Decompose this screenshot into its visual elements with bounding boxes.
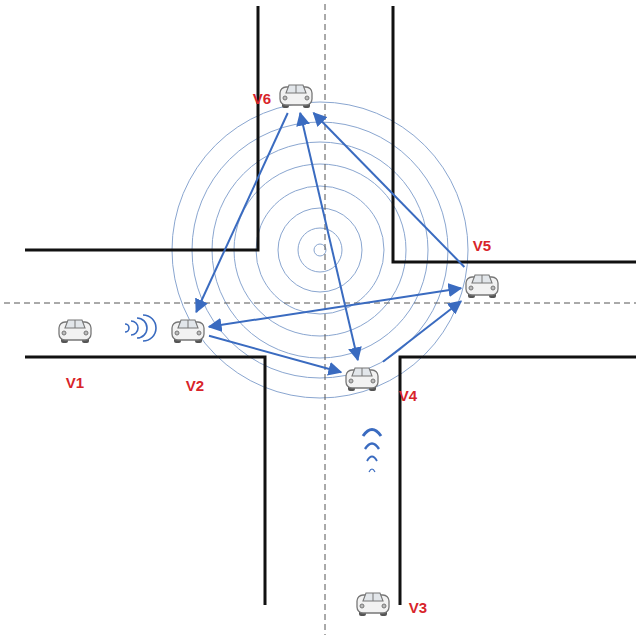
car-icon [344, 363, 380, 393]
communication-arrow [314, 113, 465, 267]
vehicle-label: V3 [409, 600, 427, 615]
car-icon [57, 315, 93, 345]
vehicle-label: V4 [399, 388, 417, 403]
communication-arrow [209, 336, 341, 372]
communication-arrow [196, 113, 287, 312]
communication-arrow [209, 288, 461, 327]
road-edge [25, 6, 636, 605]
vehicle-label: V6 [253, 91, 271, 106]
car-icon [170, 315, 206, 345]
vehicle: V1 [57, 315, 93, 345]
car-icon [355, 588, 391, 618]
car-icon [464, 270, 500, 300]
vehicle-label: V2 [186, 378, 204, 393]
lane-centerline [4, 4, 636, 635]
vehicle: V2 [170, 315, 206, 345]
vehicle-label: V1 [66, 375, 84, 390]
vehicle: V4 [344, 363, 380, 393]
wireless-signal [125, 315, 156, 341]
wireless-signal [363, 430, 381, 473]
car-icon [278, 80, 314, 110]
vehicle: V5 [464, 270, 500, 300]
vehicle-label: V5 [473, 238, 491, 253]
communication-arrow [383, 301, 461, 361]
vehicle: V6 [278, 80, 314, 110]
communication-arrow [300, 113, 358, 360]
vehicle: V3 [355, 588, 391, 618]
